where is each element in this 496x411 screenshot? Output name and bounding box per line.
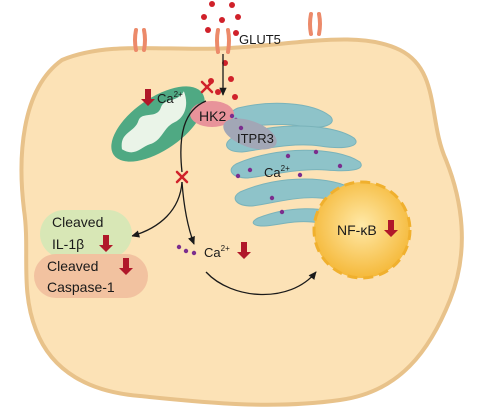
hk2-protein (190, 101, 234, 127)
mito-ca-label: Ca2+ (157, 90, 183, 106)
arrow-to-inflammasome (131, 181, 183, 238)
caspase-line1: Cleaved (47, 258, 98, 274)
hk2-label: HK2 (199, 108, 226, 124)
fructose-dots (197, 1, 241, 101)
down-arrow-icon (237, 242, 251, 259)
nfkb-nucleus (312, 180, 412, 280)
inhibit-x-icon (200, 80, 214, 94)
il1b-line1: Cleaved (52, 214, 103, 230)
itpr3-label: ITPR3 (237, 131, 274, 146)
transport-channel-icon (308, 12, 322, 36)
nfkb-label: NF-κB (337, 222, 377, 238)
transport-channel-icon (133, 28, 147, 52)
endoplasmic-reticulum (226, 102, 362, 227)
down-arrow-icon (141, 89, 155, 106)
glut5-label: GLUT5 (239, 32, 281, 47)
hk2-flow-arc (180, 100, 207, 173)
caspase-line2: Caspase-1 (47, 279, 115, 295)
arrow-to-cytosol-ca (181, 181, 195, 245)
inhibit-x-icon (175, 170, 189, 184)
glut5-channel-icon (215, 28, 231, 54)
er-ca-label: Ca2+ (264, 164, 290, 180)
cytosol-calcium-dots (176, 244, 197, 256)
down-arrow-icon (119, 258, 133, 275)
down-arrow-icon (384, 220, 398, 237)
mitochondrion (111, 86, 205, 162)
cytosol-ca-label: Ca2+ (204, 244, 230, 260)
down-arrow-icon (99, 235, 113, 252)
itpr3-protein (223, 118, 277, 150)
il1b-line2: IL-1β (52, 236, 84, 252)
arrow-to-nfkb (205, 271, 317, 296)
hk2-calcium-dots (229, 113, 244, 131)
caspase-box (34, 254, 148, 298)
